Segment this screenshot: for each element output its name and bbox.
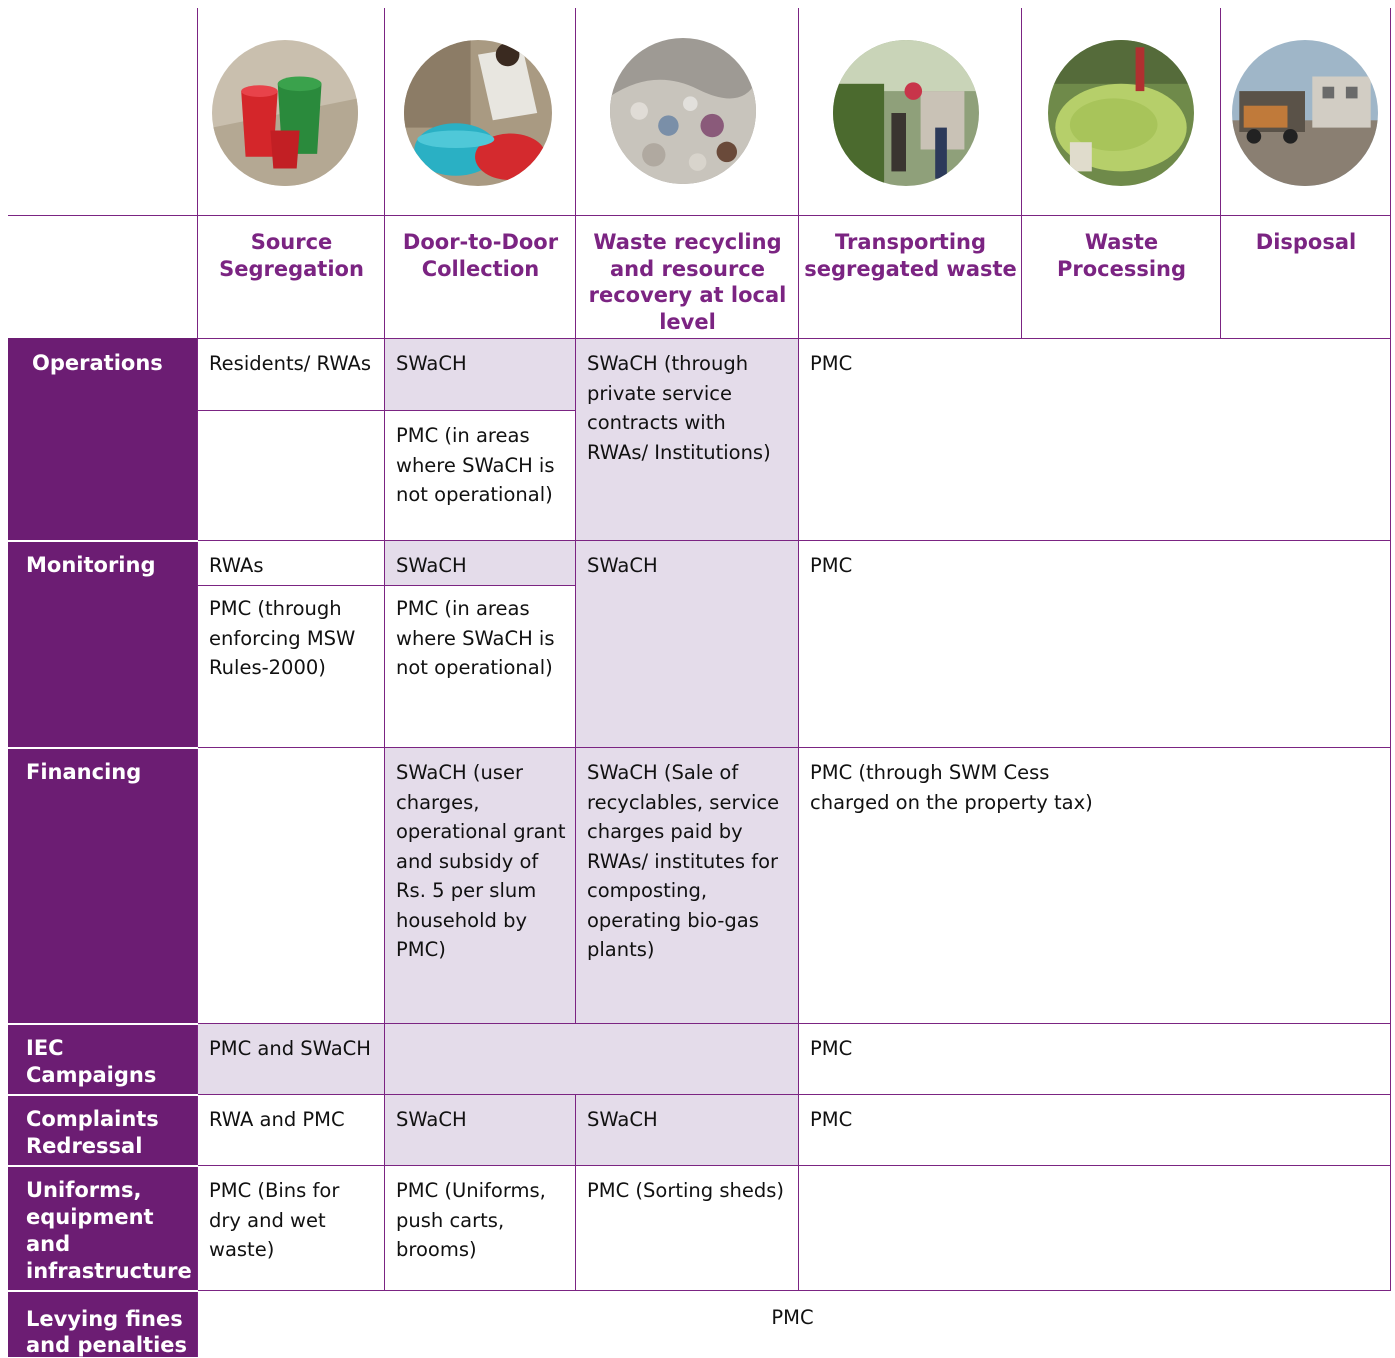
column-header-transporting: Transporting segregated waste	[804, 230, 1017, 281]
column-header-recycling: Waste recycling and resource recovery at…	[588, 230, 787, 334]
uniforms-recycling-cell: PMC (Sorting sheds)	[587, 1179, 784, 1202]
uniforms-door-cell: PMC (Uniforms, push carts, brooms)	[396, 1179, 546, 1261]
row-header-complaints: Complaints Redressal	[8, 1094, 198, 1165]
grid-line-v1	[197, 8, 198, 1357]
operations-transport-cell: PMC	[810, 352, 853, 375]
row-header-financing: Financing	[8, 747, 198, 1023]
financing-door-cell: SWaCH (user charges, operational grant a…	[396, 761, 566, 961]
uniforms-source-cell: PMC (Bins for dry and wet waste)	[209, 1179, 340, 1261]
grid-line-v5	[1021, 8, 1022, 338]
complaints-recycling-text: SWaCH	[587, 1108, 658, 1131]
row-header-uniforms: Uniforms, equipment and infrastructure	[8, 1165, 198, 1290]
recycling-pile-photo-icon	[610, 38, 756, 184]
grid-line-h0	[198, 338, 1391, 339]
complaints-door-cell	[385, 1094, 576, 1165]
monitoring-source-rwas-cell: RWAs	[209, 554, 264, 577]
financing-transport-cell: PMC (through SWM Cess charged on the pro…	[810, 761, 1093, 814]
financing-lavender-cells	[385, 747, 799, 1023]
colored-bins-photo-icon	[212, 40, 358, 186]
operations-door-pmc-cell: PMC (in areas where SWaCH is not operati…	[396, 424, 555, 506]
row-header-divider	[8, 747, 198, 749]
operations-recycling-cell	[576, 338, 799, 540]
operations-source-cell: Residents/ RWAs	[209, 352, 372, 375]
complaints-door-text: SWaCH	[396, 1108, 467, 1131]
monitoring-door-swach-text: SWaCH	[396, 554, 467, 577]
grid-line-h6	[198, 1290, 1391, 1291]
grid-line-h-header	[8, 215, 1391, 216]
grid-line-v7	[1390, 8, 1391, 1290]
grid-line-v3	[575, 8, 576, 1023]
transport-loading-photo-icon	[833, 40, 979, 186]
financing-recycling-cell: SWaCH (Sale of recyclables, service char…	[587, 761, 780, 961]
monitoring-door-pmc-cell: PMC (in areas where SWaCH is not operati…	[396, 597, 555, 679]
disposal-truck-photo-icon	[1232, 40, 1378, 186]
column-header-source-segregation: Source Segregation	[219, 230, 364, 281]
monitoring-door-swach-cell	[385, 540, 576, 585]
complaints-source-cell: RWA and PMC	[209, 1108, 345, 1131]
operations-door-swach-cell	[385, 338, 576, 410]
monitoring-source-pmc-cell: PMC (through enforcing MSW Rules-2000)	[209, 597, 356, 679]
row-header-divider	[8, 1023, 198, 1025]
row-header-divider	[8, 1094, 198, 1096]
row-header-divider	[8, 1165, 198, 1167]
column-header-waste-processing: Waste Processing	[1056, 230, 1187, 281]
grid-line-h5	[198, 1165, 1391, 1166]
grid-line-h-op-split	[198, 410, 576, 411]
grid-line-v2	[384, 8, 385, 1290]
monitoring-transport-cell: PMC	[810, 554, 853, 577]
grid-line-h4	[198, 1094, 1391, 1095]
grid-line-h1	[198, 540, 1391, 541]
grid-line-v3b	[575, 1094, 576, 1290]
grid-line-h-mon-split	[198, 585, 576, 586]
column-header-disposal: Disposal	[1255, 230, 1357, 254]
grid-line-h3	[198, 1023, 1391, 1024]
grid-line-v4	[798, 8, 799, 1290]
row-header-fines: Levying fines and penalties	[8, 1290, 198, 1357]
operations-door-swach-text: SWaCH	[396, 352, 467, 375]
row-header-divider	[8, 1290, 198, 1292]
iec-lavender-cell	[198, 1023, 799, 1094]
door-to-door-collection-photo-icon	[404, 40, 552, 186]
iec-door-cell: PMC and SWaCH	[209, 1037, 371, 1060]
grid-line-h2	[198, 747, 1391, 748]
grid-line-v6	[1220, 8, 1221, 338]
complaints-transport-cell: PMC	[810, 1108, 853, 1131]
row-header-monitoring: Monitoring	[8, 540, 198, 747]
operations-recycling-text: SWaCH (through private service contracts…	[587, 352, 771, 464]
column-header-door-to-door: Door-to-Door Collection	[402, 230, 559, 281]
complaints-recycling-cell	[576, 1094, 799, 1165]
row-header-operations: Operations	[8, 338, 198, 540]
row-header-divider	[8, 540, 198, 542]
iec-transport-cell: PMC	[810, 1037, 853, 1060]
fines-all-columns-cell: PMC	[771, 1306, 814, 1329]
monitoring-recycling-text: SWaCH	[587, 554, 658, 577]
row-header-iec: IEC Campaigns	[8, 1023, 198, 1094]
monitoring-recycling-cell	[576, 540, 799, 747]
waste-processing-photo-icon	[1048, 40, 1194, 186]
